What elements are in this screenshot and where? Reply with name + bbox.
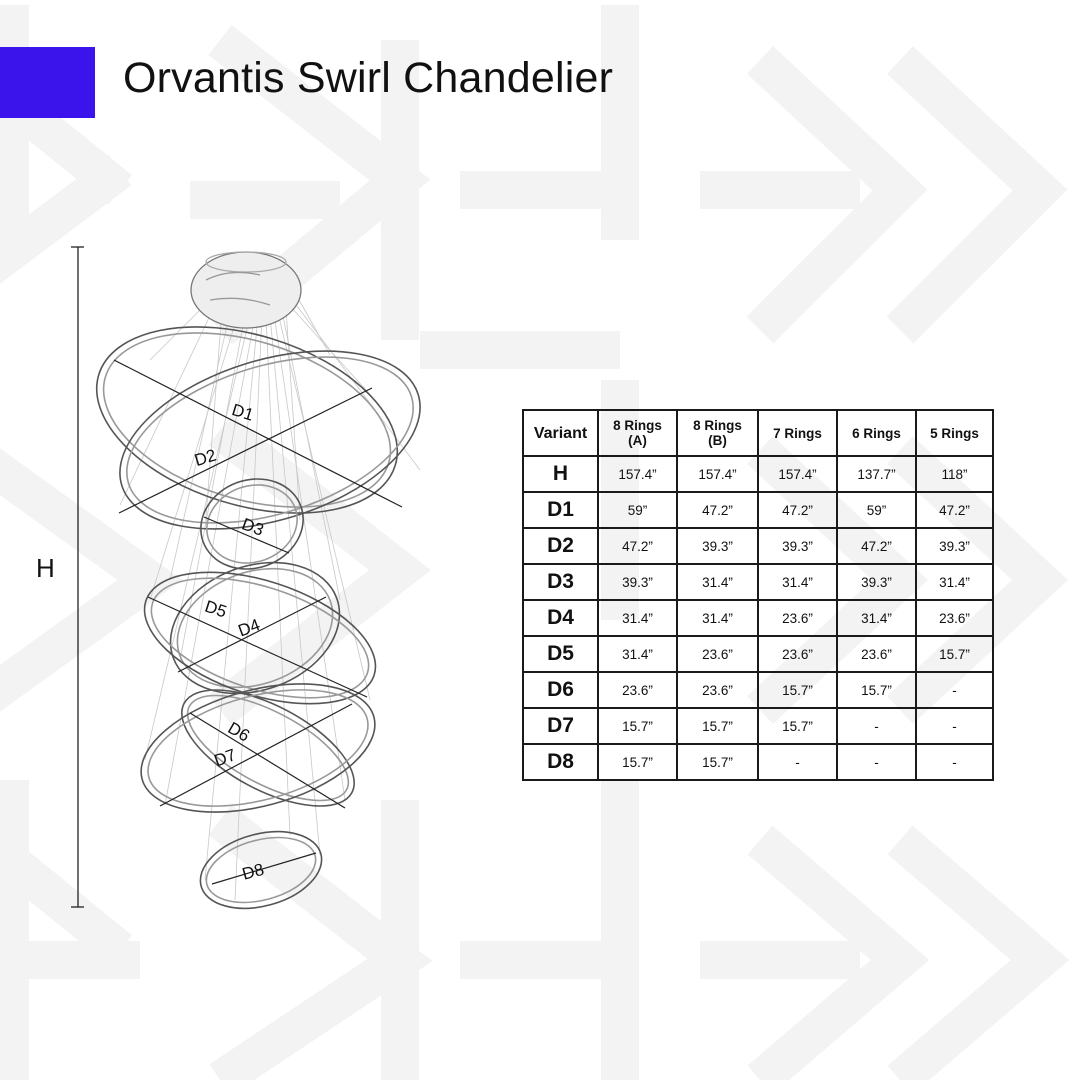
row-label: H: [522, 455, 599, 493]
height-label: H: [36, 553, 55, 583]
table-cell: 39.3”: [757, 527, 838, 565]
table-cell: 31.4”: [836, 599, 917, 637]
row-label: D8: [522, 743, 599, 781]
table-cell: 39.3”: [836, 563, 917, 601]
table-cell: 31.4”: [915, 563, 994, 601]
table-cell: 15.7”: [915, 635, 994, 673]
ring-d7: [140, 683, 376, 813]
header-8-rings-a: 8 Rings(A): [597, 409, 678, 457]
table-cell: 23.6”: [676, 635, 759, 673]
row-label: D3: [522, 563, 599, 601]
ring-d5: [143, 571, 377, 705]
label-d5: D5: [202, 597, 229, 622]
table-cell: 23.6”: [836, 635, 917, 673]
table-cell: 23.6”: [915, 599, 994, 637]
table-cell: 39.3”: [676, 527, 759, 565]
table-cell: 157.4”: [757, 455, 838, 493]
label-d4: D4: [236, 615, 263, 640]
table-cell: 47.2”: [757, 491, 838, 529]
page-title: Orvantis Swirl Chandelier: [123, 54, 614, 102]
table-cell: 157.4”: [597, 455, 678, 493]
table-cell: 31.4”: [676, 599, 759, 637]
table-cell: 23.6”: [757, 599, 838, 637]
table-cell: 31.4”: [597, 599, 678, 637]
header-5-rings: 5 Rings: [915, 409, 994, 457]
table-cell: 59”: [597, 491, 678, 529]
table-cell: 59”: [836, 491, 917, 529]
table-cell: 15.7”: [597, 707, 678, 745]
table-cell: 47.2”: [836, 527, 917, 565]
table-header-row: Variant 8 Rings(A) 8 Rings(B) 7 Rings 6 …: [522, 409, 994, 457]
row-label: D4: [522, 599, 599, 637]
table-cell: 47.2”: [597, 527, 678, 565]
table-cell: 23.6”: [597, 671, 678, 709]
ceiling-canopy: [190, 251, 302, 329]
suspension-wires: [119, 297, 421, 901]
table-cell: -: [915, 707, 994, 745]
table-cell: 137.7”: [836, 455, 917, 493]
table-cell: -: [915, 743, 994, 781]
table-cell: -: [915, 671, 994, 709]
label-d8: D8: [240, 860, 266, 884]
table-cell: 157.4”: [676, 455, 759, 493]
row-label: D1: [522, 491, 599, 529]
ring-d6: [181, 689, 355, 807]
diameter-lines: [113, 359, 403, 885]
row-label: D6: [522, 671, 599, 709]
header-7-rings: 7 Rings: [757, 409, 838, 457]
table-cell: 23.6”: [676, 671, 759, 709]
header-variant: Variant: [522, 409, 599, 457]
table-cell: 31.4”: [676, 563, 759, 601]
header-6-rings: 6 Rings: [836, 409, 917, 457]
accent-block: [0, 47, 95, 118]
table-cell: 31.4”: [597, 635, 678, 673]
table-cell: 15.7”: [676, 707, 759, 745]
row-label: D7: [522, 707, 599, 745]
ring-d3: [200, 478, 304, 570]
dimensions-table: Variant 8 Rings(A) 8 Rings(B) 7 Rings 6 …: [522, 409, 994, 781]
table-cell: 47.2”: [915, 491, 994, 529]
ring-d8: [199, 830, 323, 910]
table-cell: 23.6”: [757, 635, 838, 673]
table-cell: 39.3”: [597, 563, 678, 601]
table-cell: 31.4”: [757, 563, 838, 601]
table-cell: 15.7”: [676, 743, 759, 781]
rings: [95, 326, 421, 910]
table-cell: 39.3”: [915, 527, 994, 565]
table-cell: 15.7”: [757, 707, 838, 745]
table-cell: 15.7”: [597, 743, 678, 781]
ring-d2: [119, 350, 421, 530]
row-label: D5: [522, 635, 599, 673]
label-d6: D6: [225, 718, 253, 745]
table-cell: 47.2”: [676, 491, 759, 529]
table-cell: 15.7”: [836, 671, 917, 709]
header-8-rings-b: 8 Rings(B): [676, 409, 759, 457]
table-cell: 118”: [915, 455, 994, 493]
table-cell: 15.7”: [757, 671, 838, 709]
table-cell: -: [836, 707, 917, 745]
ring-d4: [169, 561, 341, 695]
height-dimension-line: [71, 246, 84, 908]
table-cell: -: [836, 743, 917, 781]
table-cell: -: [757, 743, 838, 781]
row-label: D2: [522, 527, 599, 565]
